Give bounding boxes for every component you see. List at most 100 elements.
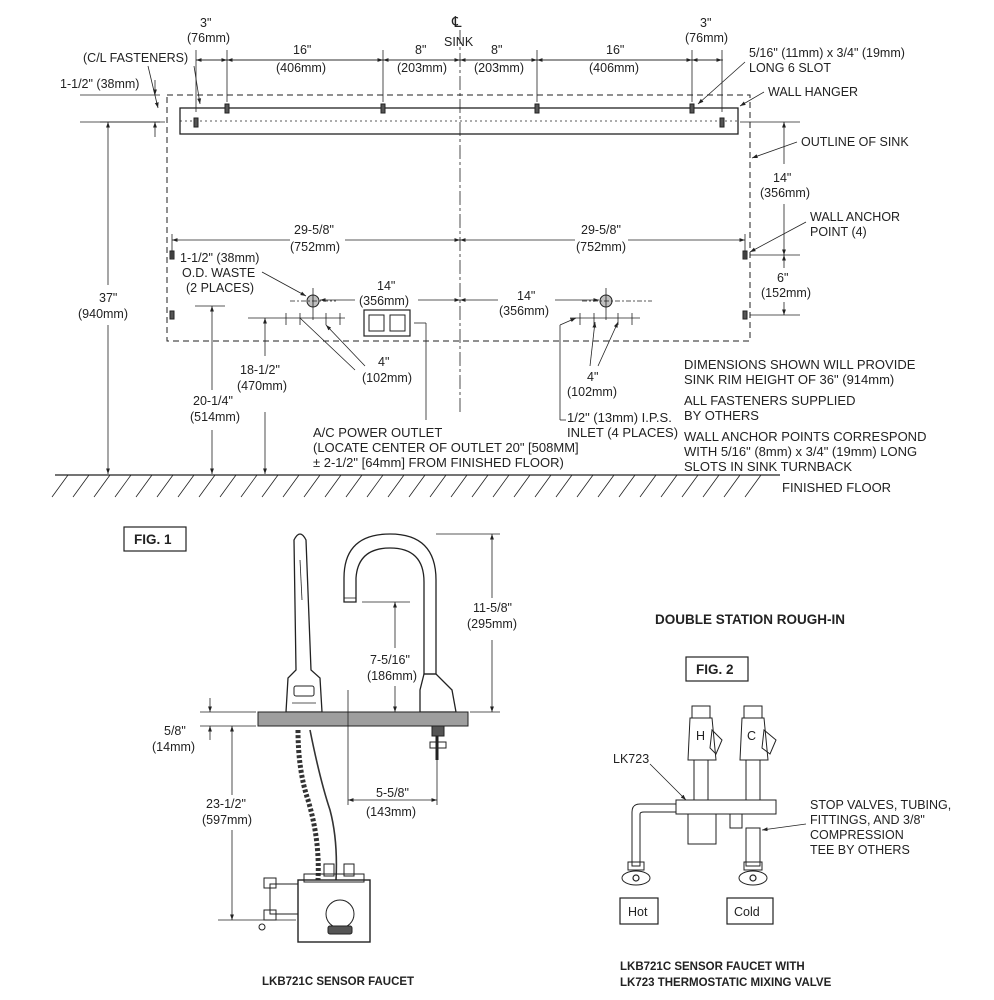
dim-14-right: 14" bbox=[517, 289, 535, 303]
dim-14-vertical-mm: (356mm) bbox=[760, 186, 810, 200]
dim-37: 37" bbox=[99, 291, 117, 305]
floor-hatch-mark bbox=[303, 474, 321, 498]
dim-20-mm: (514mm) bbox=[190, 410, 240, 424]
ac-outlet-label-1: A/C POWER OUTLET bbox=[313, 425, 442, 440]
floor-hatch-mark bbox=[366, 474, 384, 498]
floor-hatch-mark bbox=[576, 474, 594, 498]
dim-29-right: 29-5/8" bbox=[581, 223, 621, 237]
counter-deck bbox=[257, 711, 469, 727]
fig1-label-box bbox=[123, 526, 187, 552]
dim-14-vertical: 14" bbox=[773, 171, 791, 185]
outline-of-sink-label: OUTLINE OF SINK bbox=[801, 135, 909, 149]
floor-hatch-mark bbox=[387, 474, 405, 498]
dim-label: (76mm) bbox=[685, 31, 728, 45]
dim-18-mm: (470mm) bbox=[237, 379, 287, 393]
note-line: STOP VALVES, TUBING, bbox=[810, 798, 951, 812]
inlet-label-2: INLET (4 PLACES) bbox=[567, 425, 678, 440]
dim-label: 8" bbox=[491, 43, 502, 57]
dim-5-5-8: 5-5/8" bbox=[376, 786, 409, 800]
cold-valve-letter: C bbox=[747, 729, 756, 743]
rough-in-notes: DIMENSIONS SHOWN WILL PROVIDE SINK RIM H… bbox=[684, 357, 926, 474]
ac-outlet-label-3: ± 2-1/2" [64mm] FROM FINISHED FLOOR) bbox=[313, 455, 564, 470]
finished-floor-label: FINISHED FLOOR bbox=[782, 480, 891, 495]
note-line: DIMENSIONS SHOWN WILL PROVIDE bbox=[684, 357, 916, 372]
dim-7-5-16: 7-5/16" bbox=[370, 653, 410, 667]
floor-hatch-mark bbox=[450, 474, 468, 498]
dim-4-right: 4" bbox=[587, 370, 598, 384]
floor-hatch-mark bbox=[177, 474, 195, 498]
dim-label: 8" bbox=[415, 43, 426, 57]
note-line: SLOTS IN SINK TURNBACK bbox=[684, 459, 852, 474]
fig2-label-box bbox=[685, 656, 749, 682]
floor-hatch-mark bbox=[723, 474, 741, 498]
supply-hose bbox=[295, 729, 321, 881]
floor-hatch-mark bbox=[282, 474, 300, 498]
floor-hatch-mark bbox=[324, 474, 342, 498]
lk723-label: LK723 bbox=[613, 752, 649, 766]
dim-label: (406mm) bbox=[589, 61, 639, 75]
floor-hatch-mark bbox=[534, 474, 552, 498]
floor-hatch-mark bbox=[198, 474, 216, 498]
floor-hatch-mark bbox=[72, 474, 90, 498]
wall-anchor-label-1: WALL ANCHOR bbox=[810, 210, 900, 224]
floor-hatch-mark bbox=[681, 474, 699, 498]
floor-hatch-mark bbox=[51, 474, 69, 498]
note-line: FITTINGS, AND 3/8" bbox=[810, 813, 925, 827]
hot-valve-letter: H bbox=[696, 729, 705, 743]
floor-hatch-mark bbox=[744, 474, 762, 498]
dim-5-8-mm: (14mm) bbox=[152, 740, 195, 754]
dim-4-left-mm: (102mm) bbox=[362, 371, 412, 385]
fig2-double-station: DOUBLE STATION ROUGH-IN FIG. 2 H C LK723 bbox=[613, 612, 951, 989]
note-line: COMPRESSION bbox=[810, 828, 904, 842]
fig1-sink-rough-in: ℄ SINK 3" (76mm) 16" (406mm) 8" (203mm) bbox=[51, 14, 926, 552]
cl-fasteners-label: (C/L FASTENERS) bbox=[83, 51, 188, 65]
floor-hatch-mark bbox=[429, 474, 447, 498]
floor-hatch-mark bbox=[240, 474, 258, 498]
dim-6-mm: (152mm) bbox=[761, 286, 811, 300]
note-line: WALL ANCHOR POINTS CORRESPOND bbox=[684, 429, 926, 444]
fig1-label: FIG. 1 bbox=[134, 532, 172, 547]
floor-hatch-mark bbox=[702, 474, 720, 498]
dim-label: 16" bbox=[293, 43, 311, 57]
sensor-faucet-drawing: 11-5/8" (295mm) 7-5/16" (186mm) 5/8" (14… bbox=[152, 533, 517, 988]
dim-11-5-8: 11-5/8" bbox=[473, 601, 512, 615]
dim-29-left: 29-5/8" bbox=[294, 223, 334, 237]
mixing-valve bbox=[675, 799, 777, 815]
slot-callout-line1: 5/16" (11mm) x 3/4" (19mm) bbox=[749, 46, 905, 60]
fig2-title: DOUBLE STATION ROUGH-IN bbox=[655, 612, 845, 627]
dim-5-5-8-mm: (143mm) bbox=[366, 805, 416, 819]
floor-hatch-mark bbox=[219, 474, 237, 498]
dim-37-mm: (940mm) bbox=[78, 307, 128, 321]
floor-hatch-mark bbox=[618, 474, 636, 498]
centerline-symbol: ℄ bbox=[451, 14, 462, 31]
hanger-offset-label: 1-1/2" (38mm) bbox=[60, 77, 139, 91]
dim-label: (203mm) bbox=[397, 61, 447, 75]
floor-hatch-mark bbox=[471, 474, 489, 498]
dim-6: 6" bbox=[777, 271, 788, 285]
dim-label: 16" bbox=[606, 43, 624, 57]
dim-7-5-16-mm: (186mm) bbox=[367, 669, 417, 683]
dim-5-8: 5/8" bbox=[164, 724, 186, 738]
note-line: WITH 5/16" (8mm) x 3/4" (19mm) LONG bbox=[684, 444, 917, 459]
hot-label: Hot bbox=[628, 905, 648, 919]
gooseneck-spout bbox=[343, 533, 437, 675]
centerline-label: SINK bbox=[444, 35, 474, 49]
dim-14-right-mm: (356mm) bbox=[499, 304, 549, 318]
dim-label: 3" bbox=[700, 16, 711, 30]
dim-label: (203mm) bbox=[474, 61, 524, 75]
ac-power-outlet bbox=[363, 309, 411, 337]
fig2-caption-1: LKB721C SENSOR FAUCET WITH bbox=[620, 961, 805, 973]
hanger-slots bbox=[193, 103, 725, 128]
cold-label: Cold bbox=[734, 905, 760, 919]
floor-hatch-mark bbox=[492, 474, 510, 498]
dim-29-right-mm: (752mm) bbox=[576, 240, 626, 254]
faucet-caption: LKB721C SENSOR FAUCET bbox=[262, 976, 414, 988]
fig2-caption-2: LK723 THERMOSTATIC MIXING VALVE bbox=[620, 977, 832, 989]
wall-anchor-label-2: POINT (4) bbox=[810, 225, 867, 239]
dim-18: 18-1/2" bbox=[240, 363, 280, 377]
floor-hatch-mark bbox=[555, 474, 573, 498]
dim-14-left-mm: (356mm) bbox=[359, 294, 409, 308]
fig2-label: FIG. 2 bbox=[696, 662, 734, 677]
dim-14-left: 14" bbox=[377, 279, 395, 293]
